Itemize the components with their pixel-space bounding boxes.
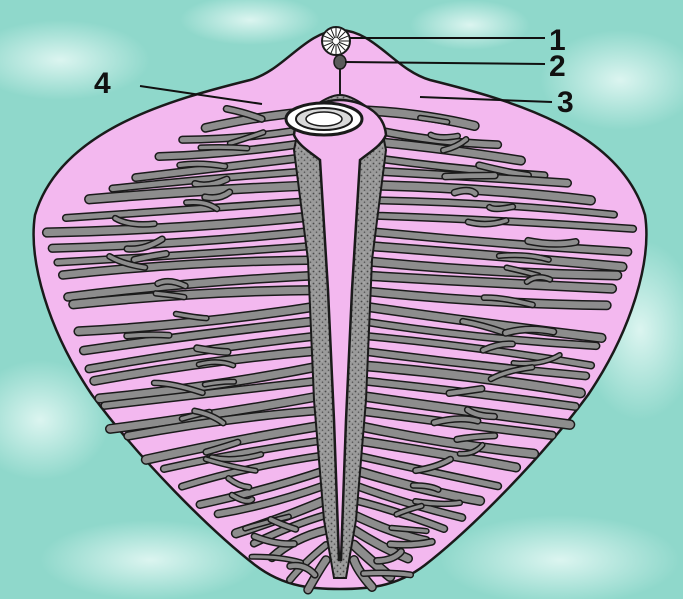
callout-label-3: 3 bbox=[557, 86, 574, 119]
callout-label-2: 2 bbox=[549, 50, 566, 83]
oral-sucker bbox=[322, 27, 350, 55]
ventral-sucker bbox=[286, 103, 362, 135]
callout-label-4: 4 bbox=[94, 67, 111, 100]
